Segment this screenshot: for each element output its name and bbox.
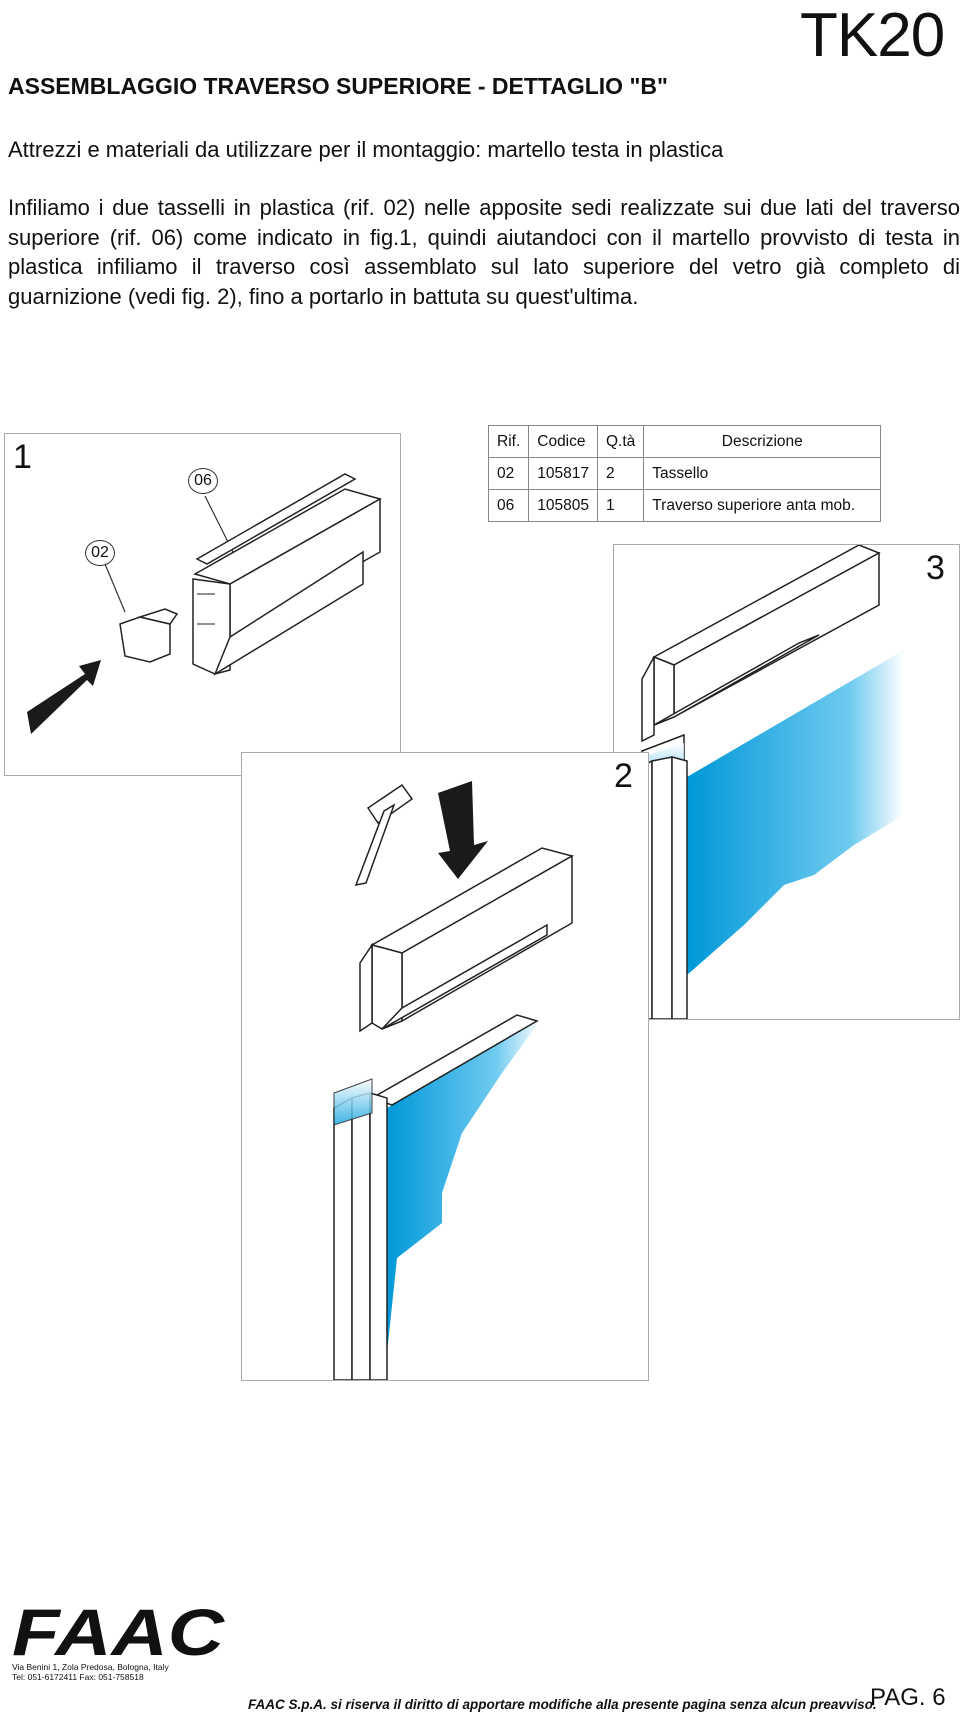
cell-codice: 105805 bbox=[528, 489, 598, 522]
header-qta: Q.tà bbox=[596, 425, 645, 458]
disclaimer: FAAC S.p.A. si riserva il diritto di app… bbox=[248, 1697, 877, 1712]
page-number: PAG. 6 bbox=[870, 1684, 946, 1711]
faac-logo: FAAC Via Benini 1, Zola Predosa, Bologna… bbox=[12, 1600, 227, 1682]
table-row: 06 105805 1 Traverso superiore anta mob. bbox=[487, 489, 882, 522]
cell-rif: 02 bbox=[487, 457, 530, 490]
model-code: TK20 bbox=[800, 1, 945, 70]
figure-3: 3 bbox=[613, 544, 960, 1020]
company-address: Via Benini 1, Zola Predosa, Bologna, Ita… bbox=[12, 1662, 227, 1682]
header-codice: Codice bbox=[528, 425, 598, 458]
svg-text:FAAC: FAAC bbox=[12, 1600, 226, 1660]
figure-2-drawing bbox=[333, 781, 574, 1380]
figure-1-number: 1 bbox=[13, 438, 32, 476]
address-line-2: Tel: 051-6172411 Fax: 051-758518 bbox=[12, 1672, 144, 1682]
hammer-icon bbox=[354, 783, 414, 887]
cell-qta: 2 bbox=[596, 457, 645, 490]
figure-2: 2 bbox=[241, 752, 649, 1381]
figure-2-number: 2 bbox=[614, 757, 633, 795]
faac-logo-mark: FAAC bbox=[12, 1600, 226, 1660]
callout-02: 02 bbox=[85, 540, 115, 566]
parts-table-header: Rif. Codice Q.tà Descrizione bbox=[487, 425, 882, 458]
tools-line: Attrezzi e materiali da utilizzare per i… bbox=[8, 137, 724, 162]
fig1-insert-arrow bbox=[27, 660, 101, 734]
cell-codice: 105817 bbox=[528, 457, 598, 490]
header-descrizione: Descrizione bbox=[643, 425, 882, 458]
cell-descrizione: Traverso superiore anta mob. bbox=[643, 489, 882, 522]
figure-1: 1 06 02 bbox=[4, 433, 401, 776]
parts-table: Rif. Codice Q.tà Descrizione 02 105817 2… bbox=[487, 425, 882, 522]
figure-3-drawing bbox=[633, 545, 904, 1019]
instruction-paragraph: Infiliamo i due tasselli in plastica (ri… bbox=[8, 195, 960, 309]
cell-descrizione: Tassello bbox=[643, 457, 882, 490]
callout-06: 06 bbox=[188, 468, 218, 494]
figure-3-number: 3 bbox=[926, 549, 945, 587]
fig2-down-arrow bbox=[438, 781, 488, 879]
header-rif: Rif. bbox=[487, 425, 530, 458]
page-title: ASSEMBLAGGIO TRAVERSO SUPERIORE - DETTAG… bbox=[8, 73, 668, 99]
cell-rif: 06 bbox=[487, 489, 530, 522]
table-row: 02 105817 2 Tassello bbox=[487, 457, 882, 490]
cell-qta: 1 bbox=[596, 489, 645, 522]
figure-1-drawing bbox=[27, 473, 382, 734]
address-line-1: Via Benini 1, Zola Predosa, Bologna, Ita… bbox=[12, 1662, 169, 1672]
